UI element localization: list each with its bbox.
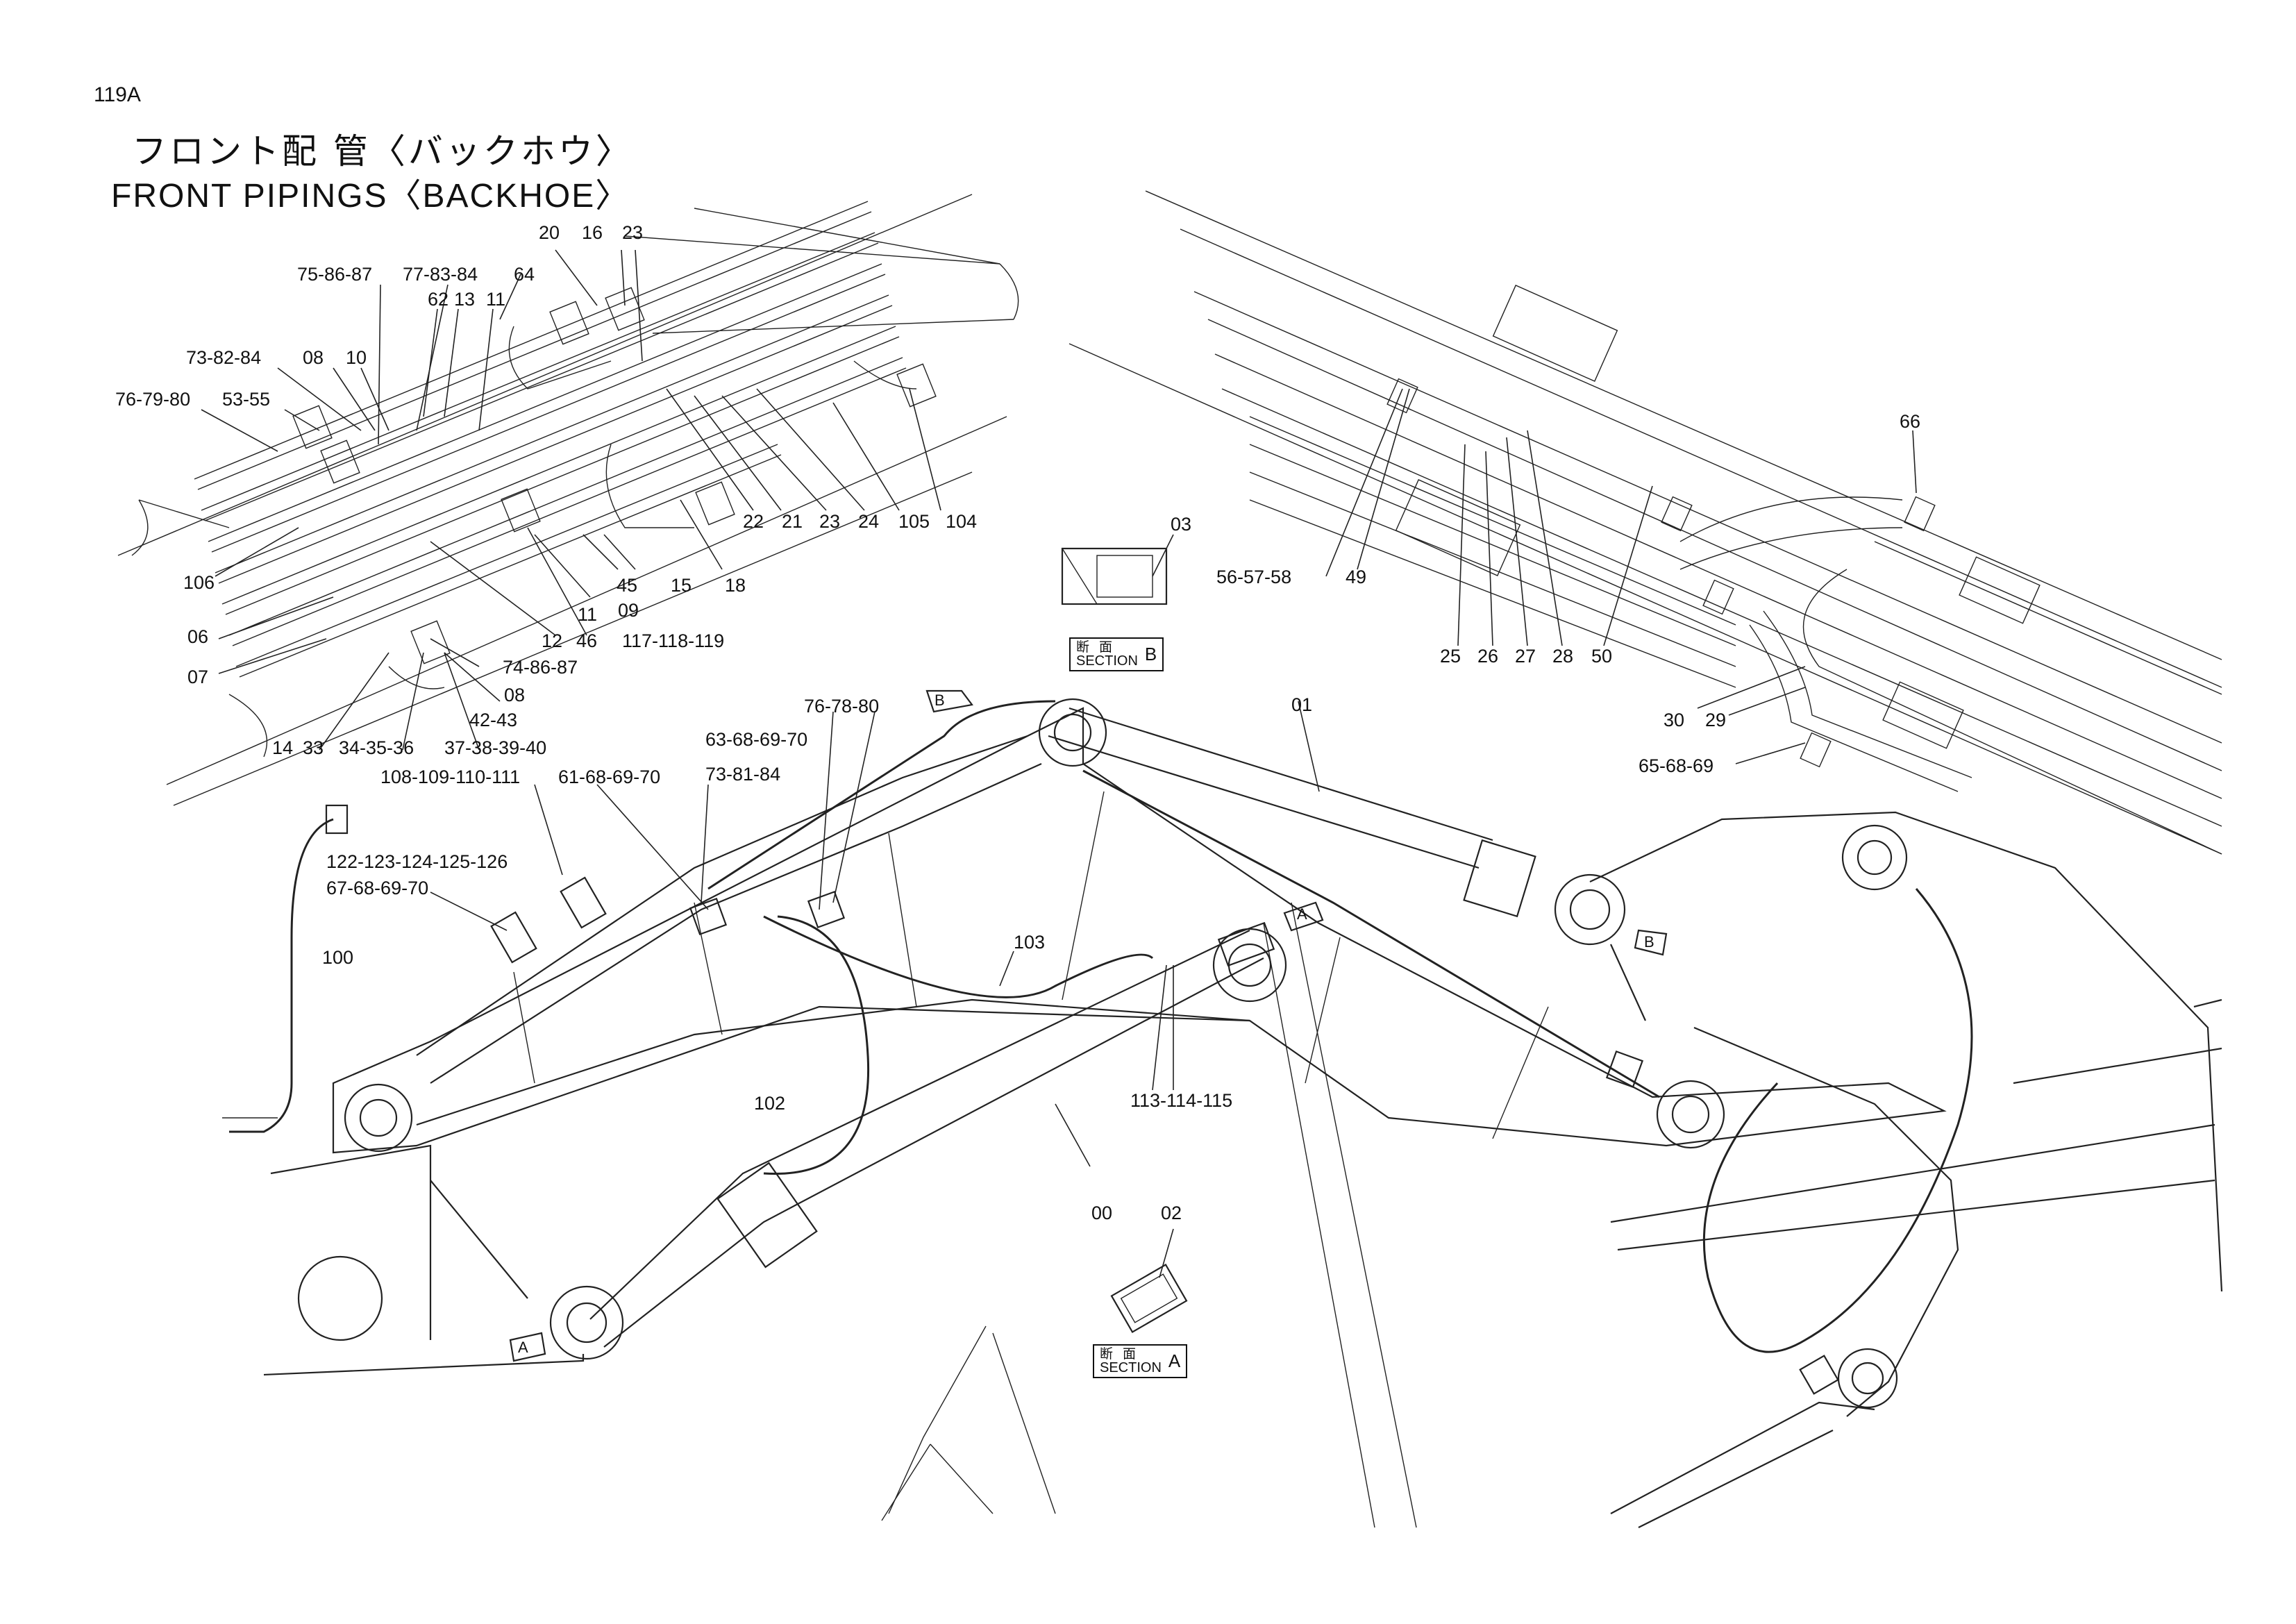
- part-label: 73-82-84: [186, 347, 262, 368]
- part-label: 64: [514, 264, 535, 285]
- part-label: 37-38-39-40: [444, 737, 547, 758]
- part-label: 74-86-87: [503, 657, 578, 678]
- part-label: 01: [1291, 694, 1313, 715]
- part-label: 66: [1900, 411, 1921, 432]
- part-label: 50: [1591, 646, 1613, 667]
- part-label: 03: [1171, 514, 1192, 535]
- view-marker-label: B: [935, 692, 945, 709]
- part-label: 49: [1346, 567, 1367, 587]
- part-label: 18: [725, 575, 746, 596]
- section-kanji-2: 面: [1123, 1347, 1146, 1362]
- part-label: 15: [671, 575, 692, 596]
- part-label: 28: [1552, 646, 1574, 667]
- part-label: 23: [819, 511, 841, 532]
- section-tag-a: 断面 SECTION A: [1093, 1344, 1188, 1378]
- section-word: SECTION: [1100, 1360, 1162, 1375]
- section-kanji-1: 断: [1100, 1347, 1123, 1362]
- part-label: 61-68-69-70: [558, 767, 661, 787]
- part-label: 08: [504, 685, 526, 705]
- part-label: 113-114-115: [1130, 1090, 1233, 1111]
- part-label: 75-86-87: [297, 264, 373, 285]
- part-label: 12: [542, 630, 563, 651]
- part-label: 45: [617, 575, 638, 596]
- part-label: 108-109-110-111: [380, 767, 521, 787]
- section-letter: A: [1168, 1350, 1181, 1371]
- part-label: 104: [946, 511, 978, 532]
- part-label: 25: [1440, 646, 1461, 667]
- part-label: 76-79-80: [115, 389, 191, 410]
- part-label: 76-78-80: [804, 696, 880, 717]
- part-label: 14: [272, 737, 294, 758]
- section-letter: B: [1144, 644, 1157, 664]
- part-label: 27: [1515, 646, 1536, 667]
- part-label: 42-43: [469, 710, 518, 730]
- part-label: 63-68-69-70: [705, 729, 808, 750]
- part-label: 62: [428, 289, 449, 310]
- section-word: SECTION: [1076, 653, 1138, 669]
- part-label: 102: [754, 1093, 786, 1114]
- part-label: 103: [1014, 932, 1046, 953]
- main-boom-assembly: [222, 547, 2223, 1528]
- view-marker-label: B: [1644, 933, 1654, 951]
- section-kanji-2: 面: [1099, 640, 1123, 655]
- view-markers: [509, 689, 1668, 1362]
- part-label: 21: [782, 511, 803, 532]
- part-label: 56-57-58: [1216, 567, 1292, 587]
- part-label: 65-68-69: [1639, 755, 1714, 776]
- part-label: 122-123-124-125-126: [326, 851, 508, 872]
- part-label: 73-81-84: [705, 764, 781, 785]
- part-label: 00: [1091, 1203, 1113, 1223]
- page-number: 119A: [94, 83, 141, 106]
- part-label: 34-35-36: [339, 737, 414, 758]
- part-label: 20: [539, 222, 560, 243]
- part-label: 117-118-119: [622, 630, 725, 651]
- part-label: 16: [582, 222, 603, 243]
- section-tag-b: 断面 SECTION B: [1069, 637, 1164, 671]
- part-label: 02: [1161, 1203, 1182, 1223]
- part-label: 30: [1664, 710, 1685, 730]
- part-label: 11: [578, 604, 598, 625]
- part-label: 67-68-69-70: [326, 878, 429, 898]
- part-label: 100: [322, 947, 354, 968]
- leader-lines: [201, 249, 1917, 1278]
- part-label: 22: [743, 511, 764, 532]
- part-label: 77-83-84: [403, 264, 478, 285]
- detail-arm-piping: [1069, 190, 2222, 855]
- part-label: 10: [346, 347, 367, 368]
- part-label: 24: [858, 511, 880, 532]
- part-label: 26: [1477, 646, 1499, 667]
- part-label: 09: [618, 600, 639, 621]
- section-kanji-1: 断: [1076, 640, 1100, 655]
- part-label: 11: [486, 289, 506, 310]
- view-marker-label: A: [1297, 905, 1307, 923]
- part-label: 46: [576, 630, 598, 651]
- part-label: 105: [898, 511, 930, 532]
- part-label: 106: [183, 572, 215, 593]
- part-label: 33: [303, 737, 324, 758]
- part-label: 07: [187, 667, 209, 687]
- detail-pipe-bundle: [117, 194, 1019, 806]
- part-label: 29: [1705, 710, 1727, 730]
- part-label: 23: [622, 222, 644, 243]
- part-label: 08: [303, 347, 324, 368]
- view-marker-label: A: [518, 1339, 528, 1356]
- part-label: 13: [454, 289, 476, 310]
- title-japanese: フロント配 管〈バックホウ〉: [132, 131, 633, 171]
- part-label: 06: [187, 626, 209, 647]
- part-label: 53-55: [222, 389, 271, 410]
- title-english: FRONT PIPINGS〈BACKHOE〉: [111, 178, 630, 215]
